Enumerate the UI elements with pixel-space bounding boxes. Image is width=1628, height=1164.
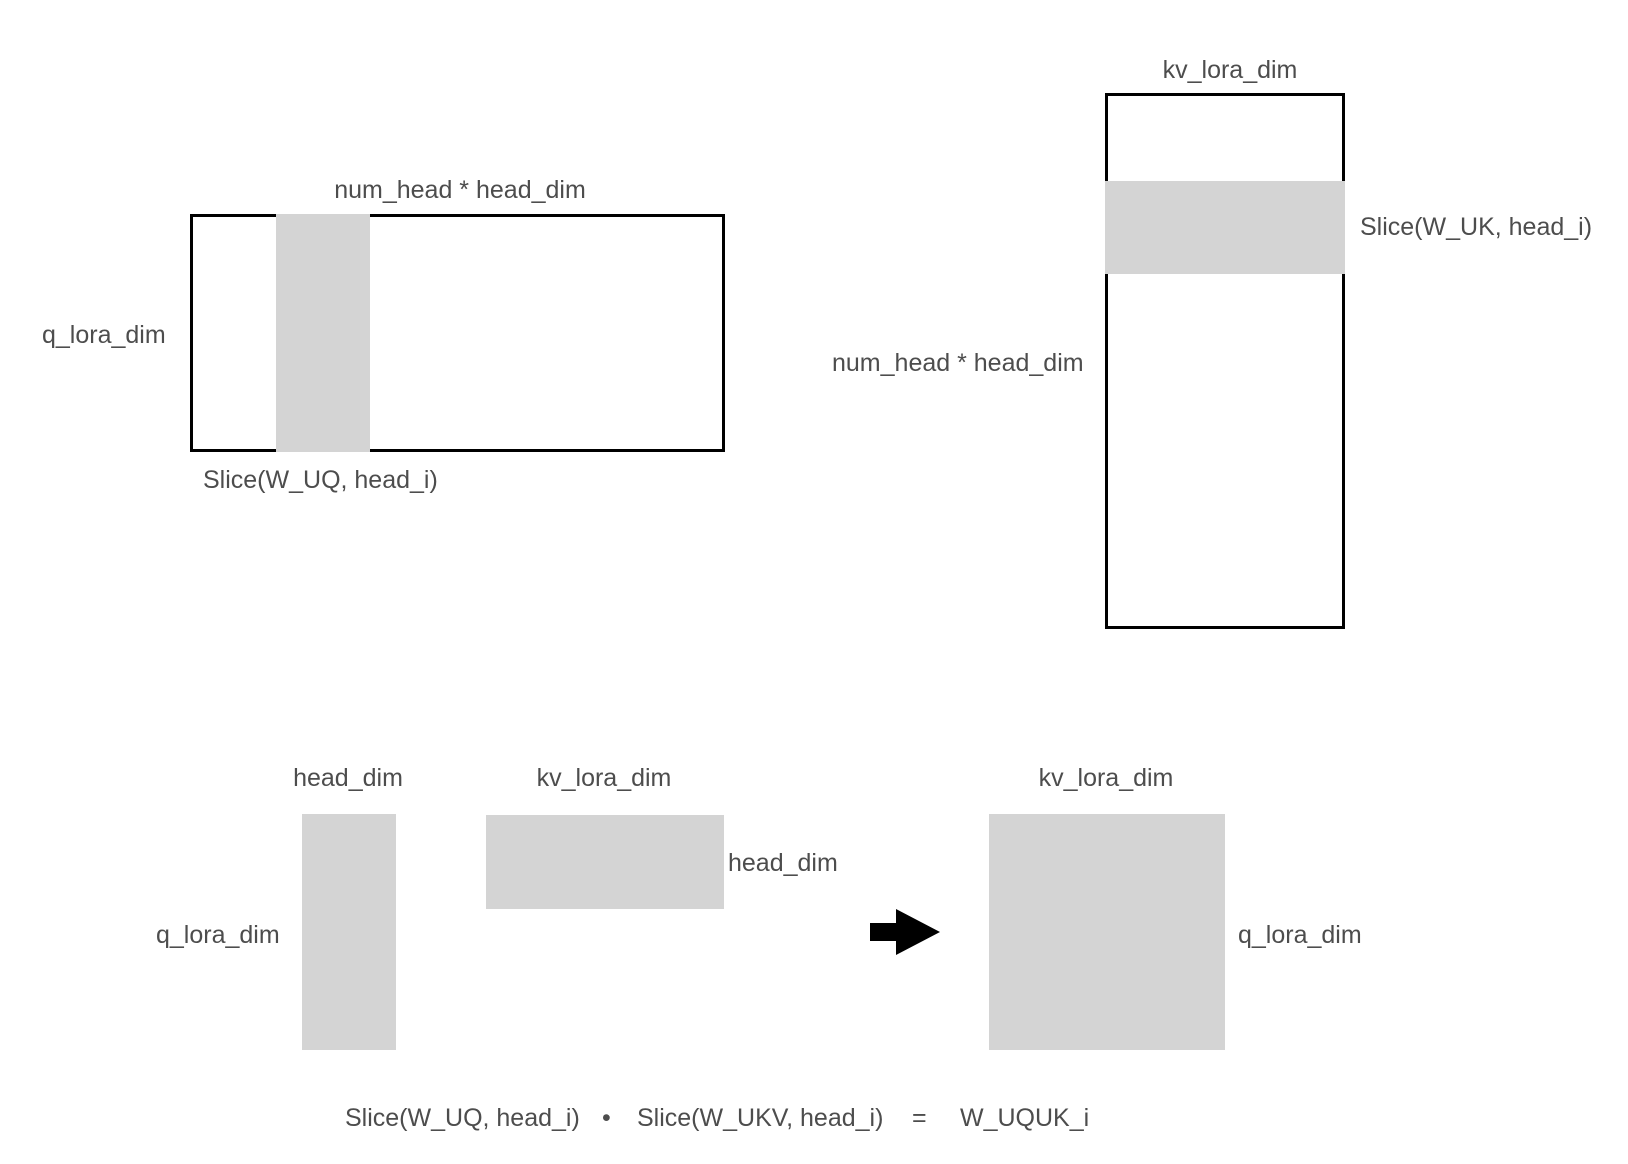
uq-bottom-label: Slice(W_UQ, head_i) <box>203 466 438 494</box>
result-right-label: q_lora_dim <box>1238 921 1362 949</box>
bullet-dot-icon: • <box>602 1104 611 1132</box>
uq-top-label: num_head * head_dim <box>334 176 586 204</box>
w-uk-head-slice <box>1105 181 1345 274</box>
equation-equals: = <box>912 1104 927 1132</box>
slice-ukv-right-label: head_dim <box>728 849 838 877</box>
slice-uq-top-label: head_dim <box>293 764 403 792</box>
uk-left-label: num_head * head_dim <box>832 349 1084 377</box>
slice-ukv-top-label: kv_lora_dim <box>536 764 672 792</box>
result-top-label: kv_lora_dim <box>1038 764 1174 792</box>
equation-rhs: Slice(W_UKV, head_i) <box>637 1104 884 1132</box>
slice-w-ukv <box>486 815 724 909</box>
right-arrow-icon <box>870 909 940 955</box>
slice-w-uq <box>302 814 396 1050</box>
equation-lhs: Slice(W_UQ, head_i) <box>345 1104 580 1132</box>
matrix-w-uq <box>190 214 725 452</box>
w-uq-head-slice <box>276 214 370 452</box>
slice-uq-left-label: q_lora_dim <box>156 921 280 949</box>
uk-top-label: kv_lora_dim <box>1162 56 1298 84</box>
uq-left-label: q_lora_dim <box>42 321 166 349</box>
equation-result: W_UQUK_i <box>960 1104 1090 1132</box>
uk-right-label: Slice(W_UK, head_i) <box>1360 213 1593 241</box>
matrix-w-uk <box>1105 93 1345 629</box>
result-w-uquk <box>989 814 1225 1050</box>
